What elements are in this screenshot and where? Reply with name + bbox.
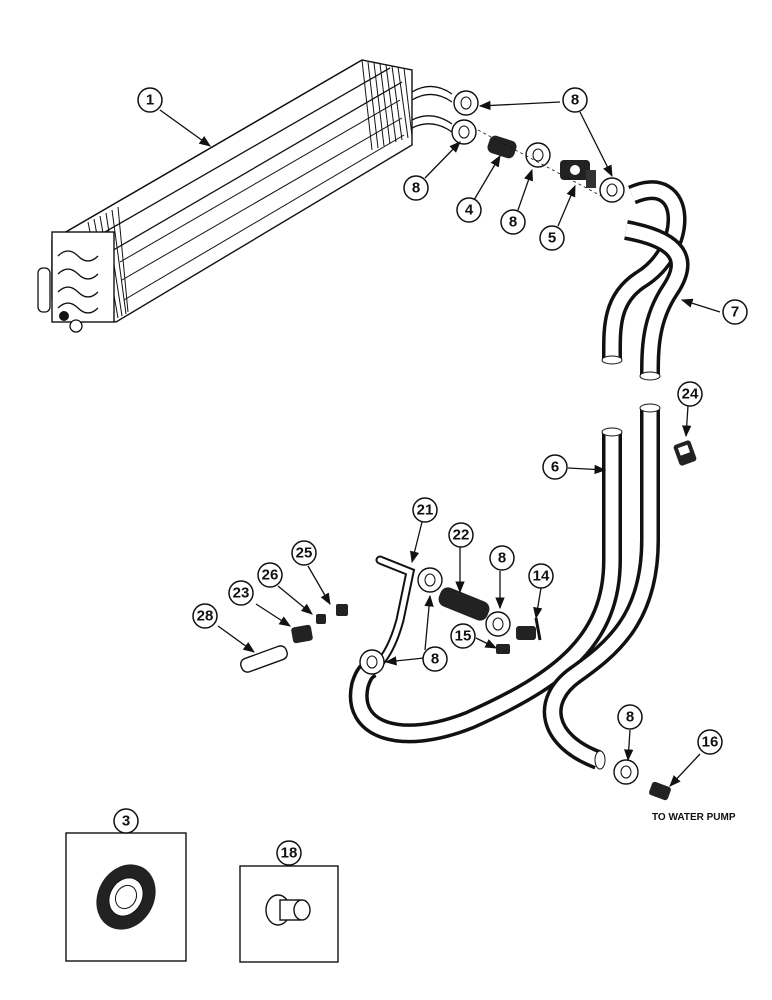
svg-text:21: 21 [417,502,434,519]
callout-6: 6 [542,454,568,480]
svg-text:8: 8 [431,651,439,668]
callout-8-pump: 8 [617,704,643,730]
callout-28: 28 [192,603,218,629]
callout-18: 18 [276,840,302,866]
callout-26: 26 [257,562,283,588]
callout-14: 14 [528,563,554,589]
svg-text:15: 15 [455,628,472,645]
hose-connector [487,135,517,159]
bolt [336,604,348,616]
hose-clamp-short [485,611,511,637]
callout-8-mid: 8 [500,209,526,235]
svg-text:8: 8 [412,180,420,197]
pump-fitting [649,781,671,801]
callout-25: 25 [291,540,317,566]
callout-4: 4 [456,197,482,223]
callout-1: 1 [137,87,163,113]
hose-clamp-tube-top [417,567,443,593]
clip-block [291,624,313,644]
hose-clamp-mid [525,142,551,168]
inset-box-plug [239,865,339,963]
svg-text:7: 7 [731,304,739,321]
right-fins [361,59,413,151]
svg-text:16: 16 [702,734,719,751]
callout-24: 24 [677,381,703,407]
hose-clamp-pump [613,759,639,785]
hose-clamp-tube-bottom [359,649,385,675]
callout-16: 16 [697,729,723,755]
connector-tube [240,645,288,673]
screw [496,644,510,654]
short-hose [438,587,490,621]
svg-text:23: 23 [233,585,250,602]
svg-text:8: 8 [571,92,579,109]
heater-core [37,59,453,333]
svg-text:6: 6 [551,459,559,476]
svg-text:4: 4 [465,202,474,219]
drain-valve [516,617,542,641]
upper-hoses [601,180,690,381]
hose-bracket [673,440,697,466]
washer [316,614,326,624]
svg-text:1: 1 [146,92,154,109]
svg-text:14: 14 [533,568,550,585]
shutoff-valve [560,160,596,188]
lower-hoses [348,403,661,770]
svg-text:25: 25 [296,545,313,562]
hose-clamp-upper [453,90,479,116]
svg-text:5: 5 [548,230,556,247]
callout-5: 5 [539,225,565,251]
water-pump-note: TO WATER PUMP [652,812,736,823]
inset-box-grommet [65,832,187,962]
callout-8-lower: 8 [489,545,515,571]
callout-21: 21 [412,497,438,523]
svg-text:8: 8 [509,214,517,231]
svg-text:28: 28 [197,608,214,625]
leader-lines [159,100,721,787]
svg-text:24: 24 [682,386,699,403]
svg-text:8: 8 [626,709,634,726]
callout-7: 7 [722,299,748,325]
callout-8-left: 8 [403,175,429,201]
callout-3: 3 [113,808,139,834]
hose-clamp-valve [599,177,625,203]
callout-8-top: 8 [562,87,588,113]
svg-text:8: 8 [498,550,506,567]
hose-clamp-lower [451,119,477,145]
svg-text:22: 22 [453,527,470,544]
callout-15: 15 [450,623,476,649]
svg-text:26: 26 [262,567,279,584]
svg-text:18: 18 [281,845,298,862]
callout-23: 23 [228,580,254,606]
callout-22: 22 [448,522,474,548]
svg-text:3: 3 [122,813,130,830]
heater-tube [373,555,416,670]
callout-8-bottom-left: 8 [422,646,448,672]
